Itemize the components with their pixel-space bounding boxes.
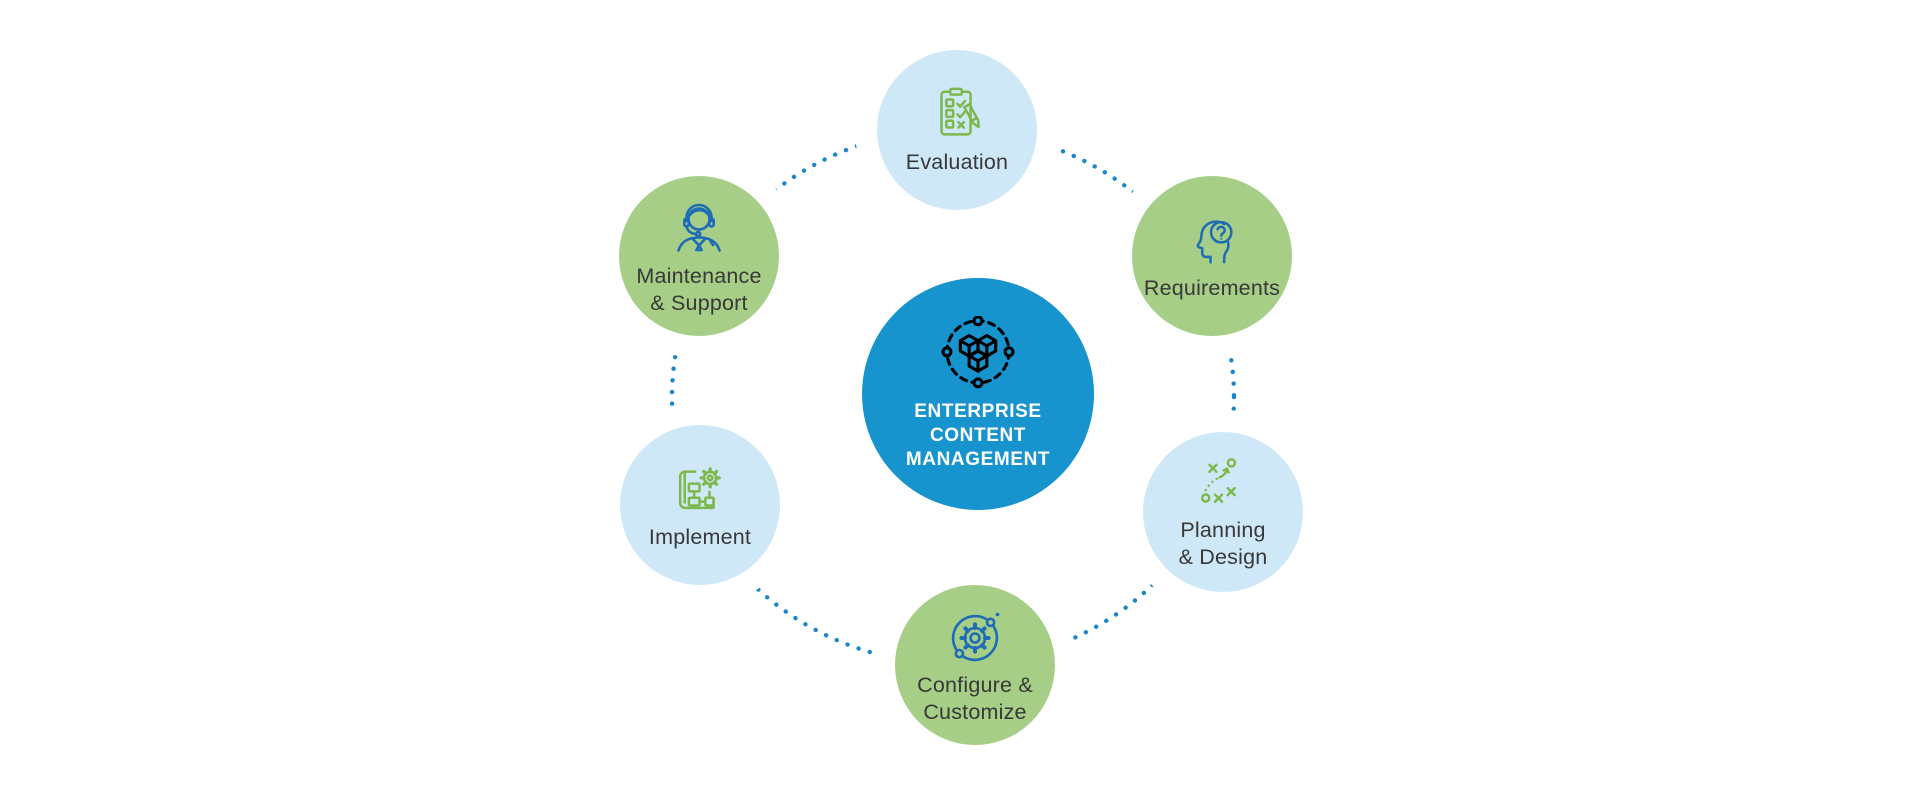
head-question-icon <box>1181 210 1243 270</box>
node-label: Implement <box>648 525 752 550</box>
node-label: Maintenance & Support <box>636 264 762 315</box>
support-agent-icon <box>667 196 731 258</box>
node-label: Configure & Customize <box>917 673 1033 724</box>
node-planning-design: Planning & Design <box>1143 432 1303 592</box>
cube-network-icon <box>939 315 1017 390</box>
strategy-arrows-icon <box>1193 454 1253 512</box>
node-configure-customize: Configure & Customize <box>895 585 1055 745</box>
node-requirements: Requirements <box>1132 176 1292 336</box>
gear-orbit-icon <box>943 605 1007 667</box>
node-maintenance-support: Maintenance & Support <box>619 176 779 336</box>
dotted-ring-path <box>669 127 1237 667</box>
node-implement: Implement <box>620 425 780 585</box>
node-label: Evaluation <box>905 150 1009 175</box>
node-label: Planning & Design <box>1178 518 1268 569</box>
clipboard-checklist-icon <box>926 84 988 144</box>
node-label: Requirements <box>1143 276 1281 301</box>
center-node-enterprise-content-management: ENTERPRISE CONTENT MANAGEMENT <box>862 278 1094 510</box>
center-node-label: ENTERPRISE CONTENT MANAGEMENT <box>905 401 1051 470</box>
blueprint-gear-icon <box>669 459 731 519</box>
node-evaluation: Evaluation <box>877 50 1037 210</box>
